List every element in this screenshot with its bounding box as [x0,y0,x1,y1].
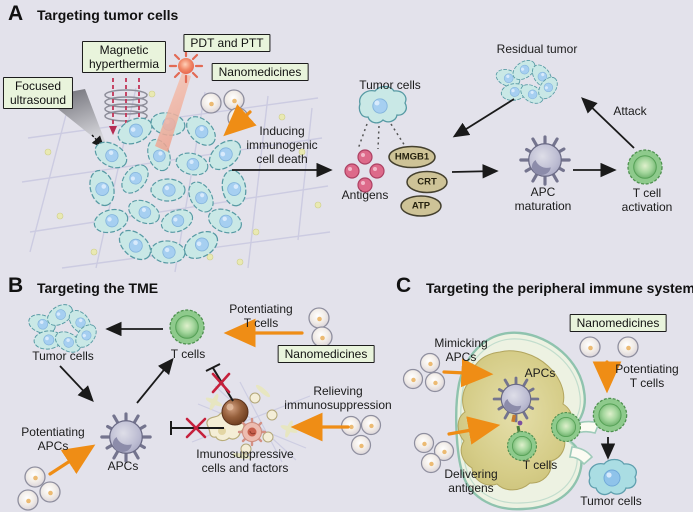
label-apc-maturation: APC maturation [514,185,572,213]
apc-tcell-synapse [511,414,523,433]
panel-a-title: Targeting tumor cells [37,7,179,23]
ecm-dots [44,90,322,266]
arrow-icd-to-apc [451,164,499,179]
arrow-mimicking-apcs [442,358,494,388]
label-apcs-c: APCs [524,366,556,380]
arrow-nanomedicines-to-tumor [223,104,257,137]
t-cell-c-hilum [550,411,582,443]
red-x-apc [185,417,207,439]
label-relieving-immunosuppression: Relieving immunosuppression [284,384,392,412]
label-inducing-icd: Inducing immunogenic cell death [246,124,318,166]
dying-tumor-cell [357,85,407,150]
label-box-magnetic-hyperthermia: Magnetic hyperthermia [81,41,167,74]
inhibition-blocked-tcell [205,363,234,402]
residual-tumor-cluster [493,56,562,108]
panel-a-letter: A [8,2,24,25]
label-tumor-cells-c: Tumor cells [580,494,642,508]
pdt-laser-icon [155,48,204,152]
label-apcs-b: APCs [107,459,139,473]
t-cell-c-node [506,430,538,462]
apc-cell-b [100,412,152,463]
label-box-pdt-ptt: PDT and PTT [183,34,271,53]
t-cell-b [169,309,205,345]
label-antigens: Antigens [341,188,389,202]
t-cell-c-outer [592,397,628,433]
label-box-nanomedicines-a: Nanomedicines [211,63,309,82]
label-potentiating-t-cells-b: Potentiating T cells [229,302,293,330]
label-mimicking-apcs: Mimicking APCs [434,336,488,364]
label-potentiating-apcs: Potentiating APCs [21,425,85,453]
apc-cell-a [519,135,571,186]
label-delivering-antigens: Delivering antigens [444,467,498,495]
nanoparticles-c-top [579,336,639,358]
label-t-cells-b: T cells [170,347,206,361]
immunosuppressive-cluster [206,392,278,455]
label-potentiating-t-cells-c: Potentiating T cells [615,362,679,390]
panel-b-title: Targeting the TME [37,280,159,296]
label-attack: Attack [613,104,647,118]
label-box-nanomedicines-b: Nanomedicines [277,345,375,364]
label-residual-tumor: Residual tumor [496,42,578,56]
label-tumor-cells-b: Tumor cells [32,349,94,363]
label-box-nanomedicines-c: Nanomedicines [569,314,667,333]
nanoparticles-b-top [308,307,333,348]
arrow-attack [581,97,635,149]
t-cell-a [627,149,663,185]
arrow-delivering-antigens [447,416,501,445]
label-immunosuppressive-cells: Imunosuppressive cells and factors [196,447,294,475]
antigen-particles [344,149,385,193]
inhibition-blocked-apc [170,417,224,439]
arrow-potentiating-apcs [48,444,96,476]
arrow-apc-to-tcell-b [136,357,174,404]
red-x-tcell [211,372,231,394]
label-box-focused-ultrasound: Focused ultrasound [2,77,74,110]
panel-b-letter: B [8,274,24,297]
panel-c-title: Targeting the peripheral immune system [426,280,693,296]
panel-c-letter: C [396,274,412,297]
tumor-cluster-b [25,299,101,357]
label-atp: ATP [411,200,431,212]
arrow-residual-to-icd [452,98,515,138]
label-tumor-cells-a: Tumor cells [359,78,421,92]
tumor-cell-c [588,458,637,496]
nanoparticles-b-right [340,414,382,456]
label-crt: CRT [417,176,437,188]
label-hmgb1: HMGB1 [394,151,430,163]
label-t-cells-c: T cells [522,458,558,472]
arrow-tumor-to-apc-b [59,365,94,402]
damp-ovals [388,145,448,217]
label-t-cell-activation: T cell activation [621,186,673,214]
